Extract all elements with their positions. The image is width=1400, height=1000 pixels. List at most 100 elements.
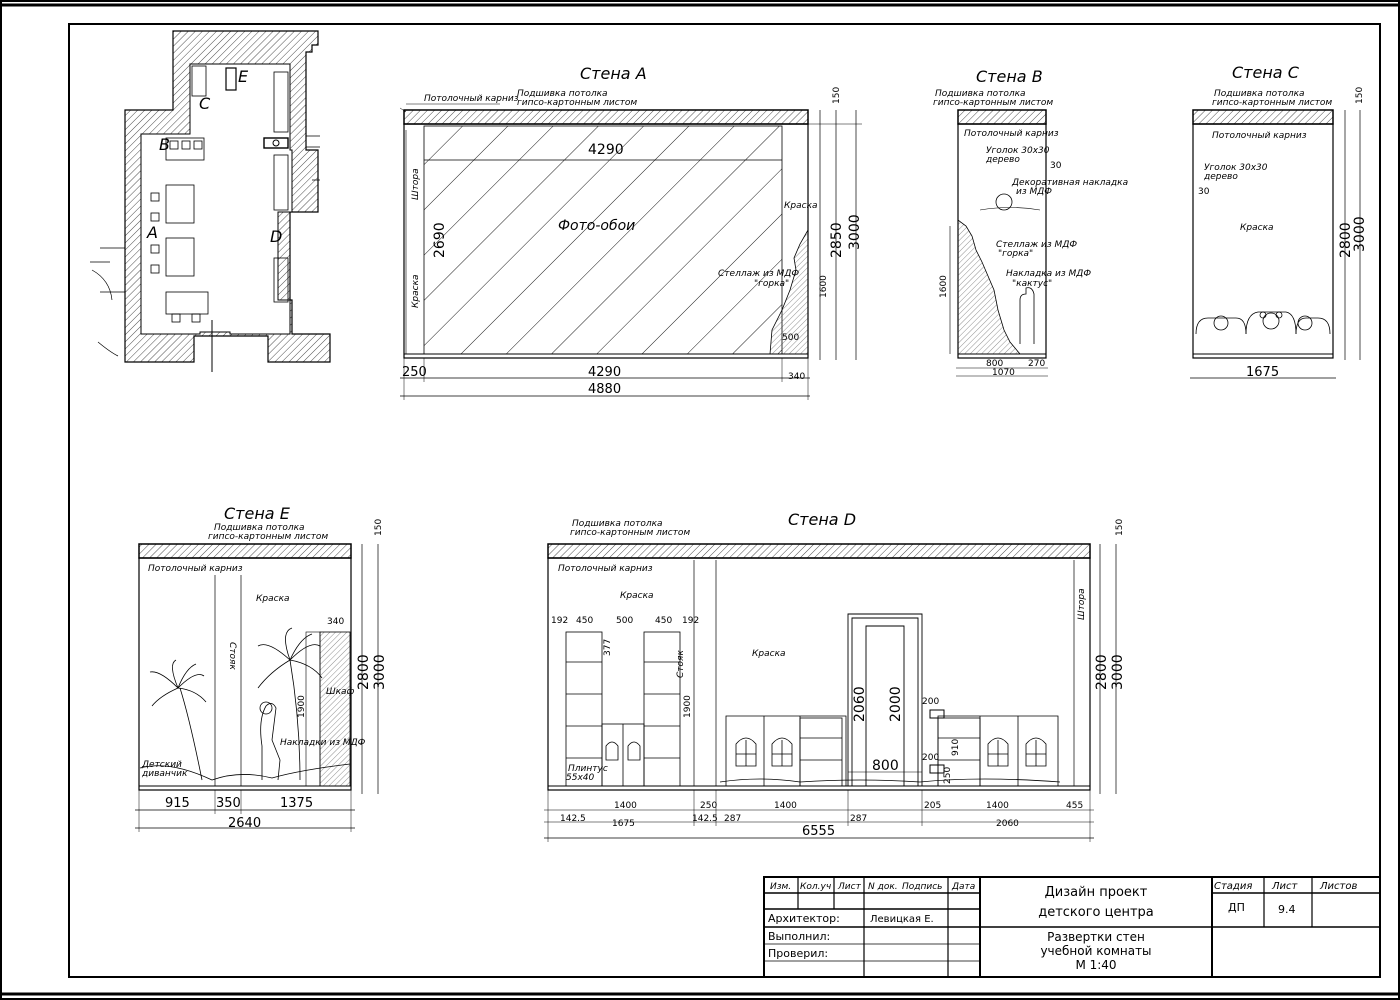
wall-a-dim-4290-bottom: 4290 [588, 365, 621, 380]
floor-plan: C E B A D [90, 30, 331, 372]
wall-a-shelf-label-1: Стеллаж из МДФ [718, 269, 799, 279]
tb-scale: М 1:40 [1075, 958, 1116, 972]
wall-d-dim-c287b: 287 [850, 814, 867, 824]
wall-e-palm-tree [139, 627, 351, 781]
wall-b-slide [957, 219, 1021, 355]
plan-room [140, 63, 293, 335]
wall-e-ceiling-label-2: гипсо-картонным листом [208, 532, 328, 542]
wall-d-dim-c2060: 2060 [996, 819, 1019, 829]
wall-c-title: Стена С [1232, 63, 1300, 82]
wall-e-ceiling [138, 543, 352, 559]
wall-d-paint-left: Краска [620, 591, 654, 601]
wall-b-ceiling [957, 109, 1047, 125]
wall-c-ceiling-label-1: Подшивка потолка [1214, 89, 1305, 99]
wall-d-bookshelf [565, 631, 681, 787]
wall-a-dim-3000: 3000 [847, 214, 863, 250]
wall-a-curtain-label: Штора [411, 168, 421, 200]
tb-project-1: Дизайн проект [1045, 885, 1148, 900]
tb-h-podpis: Подпись [902, 882, 942, 892]
wall-d-dim-c287a: 287 [724, 814, 741, 824]
wall-a-dim-height: 2690 [432, 222, 448, 258]
wall-c-animal-sofa [1195, 311, 1331, 335]
wall-d-dim-3000: 3000 [1110, 654, 1126, 690]
wall-e-dim-1900: 1900 [297, 695, 307, 718]
wall-c-cornice: Потолочный карниз [1212, 131, 1307, 141]
wall-a-elevation: Стена А Потолочный карниз Подшивка потол… [399, 64, 863, 400]
tb-checked-label: Проверил: [768, 947, 828, 960]
wall-e-overlay: Накладки из МДФ [280, 738, 366, 748]
wall-c-dim-30: 30 [1198, 187, 1210, 197]
wall-e-outline [138, 557, 352, 791]
wall-b-corner-2: дерево [985, 155, 1020, 165]
wall-d-cornice: Потолочный карниз [558, 564, 653, 574]
wall-e-dim-2640: 2640 [228, 816, 261, 831]
tb-h-kol: Кол.уч [800, 882, 831, 892]
plan-label-e: E [238, 67, 249, 86]
wall-d-dim-b455: 455 [1066, 801, 1083, 811]
wall-d-dim-910: 910 [951, 739, 961, 756]
plan-table [165, 184, 195, 224]
wall-a-ceiling [403, 109, 809, 125]
wall-d-dim-c142a: 142.5 [560, 814, 586, 824]
wall-d-dim-377: 377 [603, 639, 613, 656]
wall-e-wardrobe-label: Шкаф [326, 687, 355, 697]
wall-a-dim-top: 4290 [588, 142, 624, 158]
wall-d-dim-800: 800 [872, 758, 899, 774]
wall-a-photo-label: Фото-обои [558, 218, 635, 234]
wall-a-shelf-slide [769, 228, 809, 355]
wall-a-dim-150: 150 [832, 87, 842, 104]
wall-d-dim-450b: 450 [655, 616, 672, 626]
wall-d-socket [929, 764, 945, 774]
wall-d-dim-2800: 2800 [1094, 654, 1110, 690]
wall-e-paint: Краска [256, 594, 290, 604]
wall-a-dim-250: 250 [402, 365, 427, 380]
wall-a-paint-right: Краска [784, 201, 818, 211]
wall-b-shelf-1: Стеллаж из МДФ [996, 240, 1077, 250]
wall-d-dim-250: 250 [943, 767, 953, 784]
wall-d-dim-c142b: 142.5 [692, 814, 718, 824]
tb-h-ndok: N док. [868, 882, 898, 892]
wall-a-dim-500: 500 [782, 333, 799, 343]
wall-b-overlay-2: "кактус" [1012, 279, 1052, 289]
wall-b-overlay-1: Накладка из МДФ [1006, 269, 1091, 279]
wall-e-elevation: Стена Е Подшивка потолка гипсо-картонным… [135, 504, 388, 832]
wall-c-dim-1675: 1675 [1246, 365, 1279, 380]
wall-a-ceiling-label-1: Подшивка потолка [517, 89, 608, 99]
wall-d-curtain: Штора [1077, 588, 1087, 620]
plan-table [165, 291, 209, 315]
tb-h-sheets: Листов [1319, 881, 1357, 892]
wall-d-dim-total: 6555 [802, 824, 835, 839]
wall-d-dim-200a: 200 [922, 697, 939, 707]
wall-d-outline [547, 557, 1091, 791]
plan-label-b: B [159, 135, 170, 154]
wall-a-cornice-label: Потолочный карниз [424, 94, 519, 104]
wall-a-dim-340: 340 [788, 372, 805, 382]
wall-e-dim-3000: 3000 [372, 654, 388, 690]
wall-b-dim-30: 30 [1050, 161, 1062, 171]
wall-b-ceiling-label-1: Подшивка потолка [935, 89, 1026, 99]
wall-b-dim-1600: 1600 [939, 275, 949, 298]
tb-project-2: детского центра [1038, 905, 1154, 920]
wall-e-dim-915: 915 [165, 796, 190, 811]
wall-e-wardrobe [319, 631, 351, 787]
wall-d-ceiling [547, 543, 1091, 559]
wall-d-dim-b1400b: 1400 [774, 801, 797, 811]
wall-e-title: Стена Е [224, 504, 291, 523]
tb-sheet-title-2: учебной комнаты [1040, 944, 1151, 958]
wall-d-dim-192a: 192 [551, 616, 568, 626]
wall-d-dim-1900: 1900 [683, 695, 693, 718]
wall-d-door [847, 613, 923, 786]
wall-d-riser: Стояк [676, 650, 686, 678]
wall-d-dim-192b: 192 [682, 616, 699, 626]
wall-e-dim-1375: 1375 [280, 796, 313, 811]
wall-a-dim-2850: 2850 [829, 222, 845, 258]
wall-a-paint-left: Краска [411, 274, 421, 308]
wall-c-ceiling-label-2: гипсо-картонным листом [1212, 98, 1332, 108]
tb-sheet-title-1: Развертки стен [1047, 930, 1145, 944]
tb-architect-name: Левицкая Е. [870, 914, 934, 925]
tb-architect-label: Архитектор: [768, 912, 840, 925]
plan-table [165, 137, 205, 161]
wall-c-corner-1: Уголок 30х30 [1204, 163, 1268, 173]
wall-e-dim-150: 150 [374, 519, 384, 536]
